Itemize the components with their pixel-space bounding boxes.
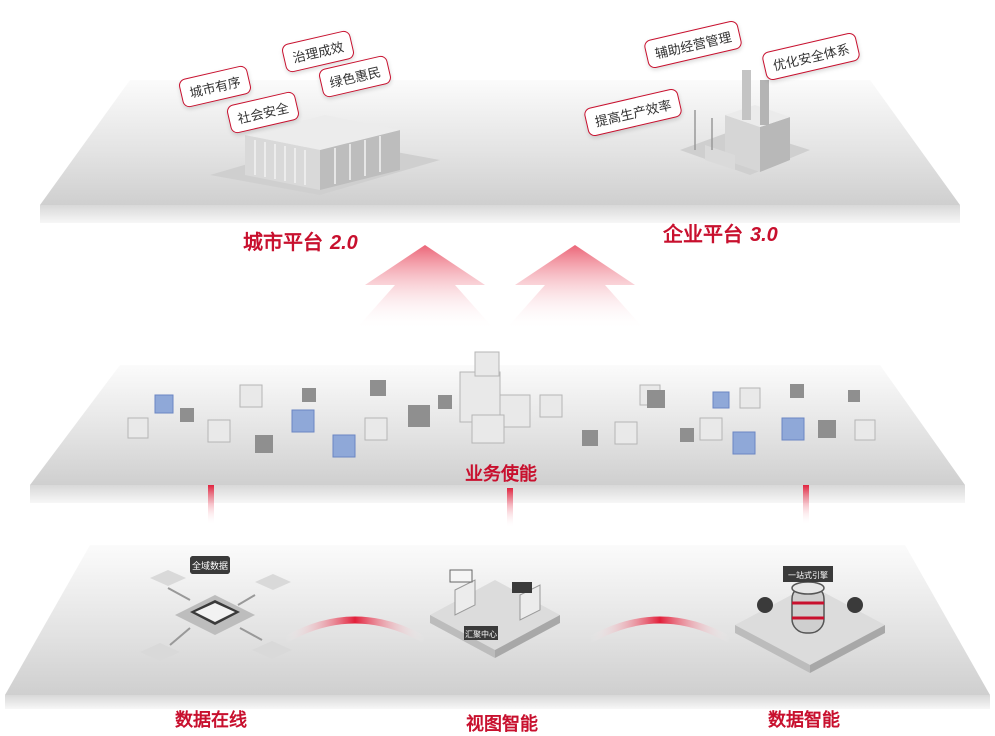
factory-illustration (680, 70, 810, 175)
data-online-badge: 全域数据 (192, 560, 228, 572)
city-platform-label: 城市平台 2.0 (243, 226, 358, 255)
upward-arrow-right (505, 245, 645, 330)
city-platform-version: 2.0 (329, 232, 358, 254)
enterprise-platform-name: 企业平台 (663, 222, 743, 246)
view-intelligence-label: 视图智能 (466, 714, 538, 735)
view-intelligence-badge: 汇聚中心 (465, 629, 497, 639)
data-intelligence-illustration (735, 566, 885, 673)
data-online-badge-bg (190, 556, 230, 574)
business-enablement-label: 业务使能 (465, 464, 537, 485)
data-intelligence-label: 数据智能 (768, 710, 840, 731)
connector-pillars (208, 485, 809, 528)
city-platform-name: 城市平台 (243, 230, 323, 254)
data-online-label: 数据在线 (175, 710, 247, 731)
enterprise-platform-version: 3.0 (749, 224, 778, 246)
capability-cubes (127, 351, 876, 458)
city-buildings-illustration (210, 115, 440, 195)
data-intelligence-badge: 一站式引擎 (788, 570, 828, 580)
enterprise-platform-label: 企业平台 3.0 (663, 218, 778, 247)
upward-arrow-left (355, 245, 495, 330)
arc-connector-right (586, 616, 734, 644)
top-platform (40, 80, 960, 223)
arc-connector-left (281, 616, 429, 644)
view-intelligence-illustration (430, 569, 560, 658)
